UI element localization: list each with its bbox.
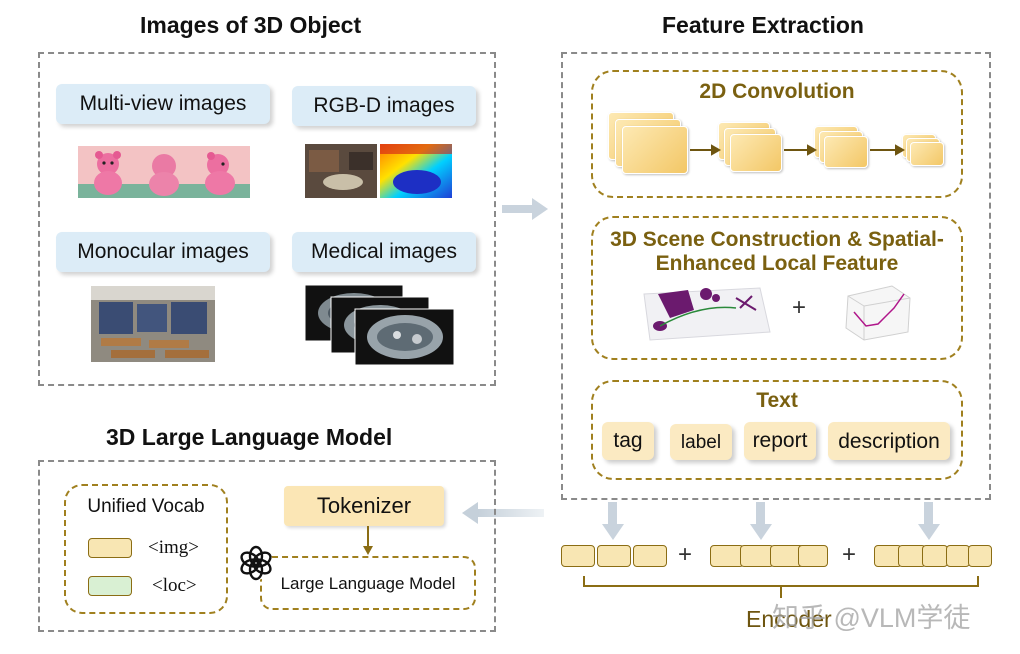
feature-map	[622, 126, 688, 174]
encoder-down-arrows	[598, 502, 944, 542]
monocular-images-label: Monocular images	[56, 232, 270, 272]
encoder-token	[968, 545, 992, 567]
watermark: 知乎 @VLM学徒	[772, 603, 971, 633]
img-token-label: <img>	[148, 537, 199, 558]
unified-vocab-title: Unified Vocab	[87, 496, 205, 517]
images-to-features-arrow	[500, 196, 550, 222]
multiview-images	[78, 146, 250, 198]
teddy-bear-images-icon	[78, 146, 250, 198]
medical-images	[304, 284, 455, 366]
token-plus-1: +	[678, 541, 693, 568]
encoder-token	[710, 545, 744, 567]
llm-label: Large Language Model	[280, 574, 456, 593]
loc-token-swatch	[88, 576, 132, 596]
token-plus-2: +	[842, 541, 857, 568]
scene-plus-sign: +	[792, 294, 807, 321]
conv-block	[591, 70, 963, 198]
text-chip-label: label	[670, 424, 732, 460]
rgbd-images-label: RGB-D images	[292, 86, 476, 126]
spatial-feature-plot	[842, 282, 914, 342]
medical-images-label: Medical images	[292, 232, 476, 272]
encoder-token	[922, 545, 948, 567]
multiview-images-label: Multi-view images	[56, 84, 270, 124]
images-of-3d-object-title: Images of 3D Object	[140, 12, 362, 38]
encoder-to-tokenizer-arrow	[460, 500, 546, 526]
scene-3d-plot	[640, 284, 772, 344]
images-panel	[38, 52, 496, 386]
conv-arrows-icon	[690, 144, 906, 156]
loc-token-label: <loc>	[152, 575, 197, 596]
feature-map	[730, 134, 782, 172]
encoder-token	[740, 545, 774, 567]
ct-scan-stack-icon	[304, 284, 455, 366]
feature-extraction-panel	[561, 52, 991, 500]
arrow-right-icon	[502, 198, 548, 220]
img-token-swatch	[88, 538, 132, 558]
scene-title-line2: Enhanced Local Feature	[655, 252, 899, 275]
feature-map	[824, 136, 868, 168]
encoder-token	[633, 545, 667, 567]
openai-logo-icon	[239, 545, 273, 581]
text-block-title: Text	[756, 389, 798, 412]
conv-title: 2D Convolution	[699, 80, 855, 103]
conv-pipeline	[608, 112, 948, 192]
text-chip-description: description	[828, 422, 950, 460]
scene-block	[591, 216, 963, 360]
feature-map	[910, 142, 944, 166]
tokenizer-to-llm-arrow	[360, 526, 376, 556]
text-chip-report: report	[744, 422, 816, 460]
text-block	[591, 380, 963, 480]
scene-title-line1: 3D Scene Construction & Spatial-	[610, 228, 944, 251]
unified-vocab-box	[64, 484, 228, 614]
text-chip-tag: tag	[602, 422, 654, 460]
openai-logo	[238, 545, 274, 581]
llm-panel	[38, 460, 496, 632]
rgbd-images	[305, 144, 452, 198]
encoder-token	[561, 545, 595, 567]
monocular-image	[91, 286, 215, 362]
encoder-token	[946, 545, 970, 567]
encoder-token	[798, 545, 828, 567]
llm-box	[260, 556, 476, 610]
arrow-down-icon	[363, 526, 373, 555]
tokenizer-box: Tokenizer	[284, 486, 444, 526]
feature-extraction-title: Feature Extraction	[662, 12, 864, 38]
encoder-label: Encoder	[746, 606, 832, 632]
bracket-icon	[583, 576, 979, 598]
classroom-icon	[91, 286, 215, 362]
llm-3d-title: 3D Large Language Model	[106, 424, 393, 450]
encoder-token	[597, 545, 631, 567]
spatial-plot-icon	[845, 285, 911, 341]
scene-graph-plot-icon	[643, 287, 771, 341]
arrow-left-icon	[462, 502, 544, 524]
encoder-brace	[580, 574, 982, 604]
rgbd-scene-icon	[305, 144, 452, 198]
arrow-down-icon	[602, 502, 940, 540]
